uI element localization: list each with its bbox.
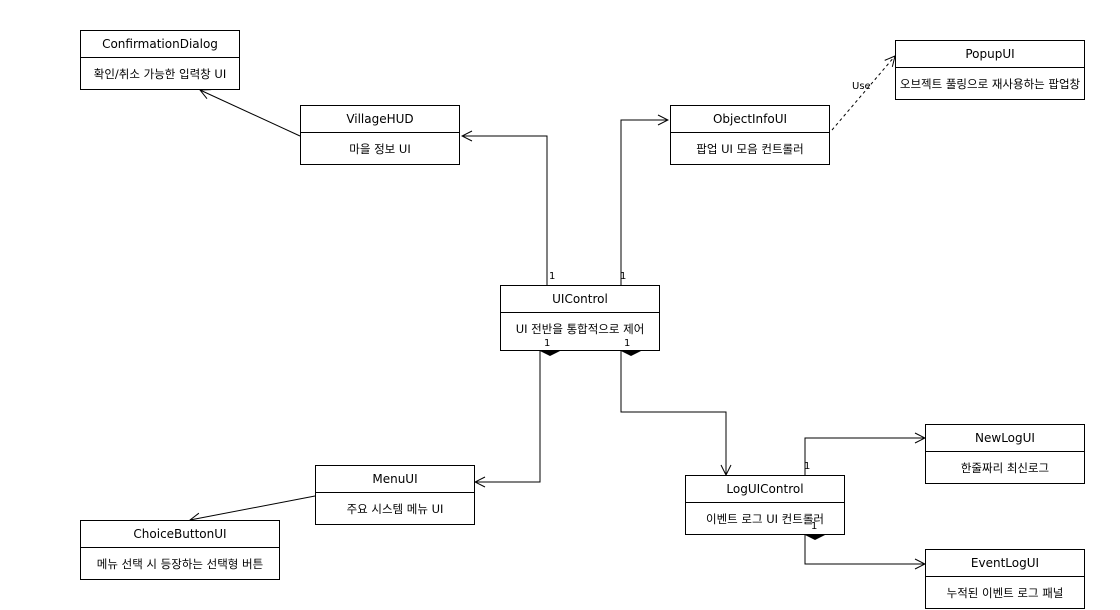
- multiplicity-label: 1: [549, 271, 556, 282]
- edge-villagehud-confirmationdialog: [200, 90, 301, 137]
- class-name: ConfirmationDialog: [81, 31, 239, 58]
- class-description: 이벤트 로그 UI 컨트롤러: [706, 512, 824, 526]
- edge-uicontrol-loguicontrol-composition: [620, 351, 726, 475]
- edge-uicontrol-villagehud: [462, 136, 548, 285]
- use-label: Use: [852, 81, 871, 92]
- class-name: ObjectInfoUI: [671, 106, 829, 133]
- class-description: 한줄짜리 최신로그: [960, 461, 1050, 475]
- edge-loguicontrol-eventlogui-composition: [804, 535, 925, 564]
- class-name: VillageHUD: [301, 106, 459, 133]
- class-confirmation-dialog[interactable]: ConfirmationDialog 확인/취소 가능한 입력창 UI: [80, 30, 240, 90]
- class-object-info-ui[interactable]: ObjectInfoUI 팝업 UI 모음 컨트롤러: [670, 105, 830, 165]
- class-name: EventLogUI: [926, 550, 1084, 577]
- multiplicity-label: 1: [620, 271, 627, 282]
- multiplicity-label: 1: [544, 338, 551, 349]
- class-description: 오브젝트 풀링으로 재사용하는 팝업창: [899, 77, 1081, 91]
- class-description: 메뉴 선택 시 등장하는 선택형 버튼: [96, 557, 264, 571]
- edge-uicontrol-menuui-composition: [475, 351, 540, 482]
- class-choice-button-ui[interactable]: ChoiceButtonUI 메뉴 선택 시 등장하는 선택형 버튼: [80, 520, 280, 580]
- edge-loguicontrol-newlogui: [804, 438, 925, 475]
- class-description: UI 전반을 통합적으로 제어: [515, 322, 645, 336]
- multiplicity-label: 1: [811, 521, 818, 532]
- class-new-log-ui[interactable]: NewLogUI 한줄짜리 최신로그: [925, 424, 1085, 484]
- class-description: 누적된 이벤트 로그 패널: [946, 586, 1064, 600]
- class-event-log-ui[interactable]: EventLogUI 누적된 이벤트 로그 패널: [925, 549, 1085, 609]
- class-name: MenuUI: [316, 466, 474, 493]
- class-village-hud[interactable]: VillageHUD 마을 정보 UI: [300, 105, 460, 165]
- class-ui-control[interactable]: UIControl UI 전반을 통합적으로 제어: [500, 285, 660, 351]
- edge-objectinfoui-popupui-dependency: [831, 56, 895, 131]
- multiplicity-label: 1: [624, 338, 631, 349]
- class-description: 마을 정보 UI: [349, 142, 411, 156]
- class-name: NewLogUI: [926, 425, 1084, 452]
- class-name: PopupUI: [896, 41, 1084, 68]
- class-description: 주요 시스템 메뉴 UI: [346, 502, 444, 516]
- edge-uicontrol-objectinfoui: [620, 120, 668, 285]
- class-name: UIControl: [501, 286, 659, 313]
- class-name: ChoiceButtonUI: [81, 521, 279, 548]
- class-log-ui-control[interactable]: LogUIControl 이벤트 로그 UI 컨트롤러: [685, 475, 845, 535]
- class-name: LogUIControl: [686, 476, 844, 503]
- class-menu-ui[interactable]: MenuUI 주요 시스템 메뉴 UI: [315, 465, 475, 525]
- class-description: 확인/취소 가능한 입력창 UI: [93, 67, 227, 81]
- class-description: 팝업 UI 모음 컨트롤러: [696, 142, 804, 156]
- class-popup-ui[interactable]: PopupUI 오브젝트 풀링으로 재사용하는 팝업창: [895, 40, 1085, 100]
- multiplicity-label: 1: [804, 461, 811, 472]
- edge-menuui-choicebuttonui: [190, 495, 316, 520]
